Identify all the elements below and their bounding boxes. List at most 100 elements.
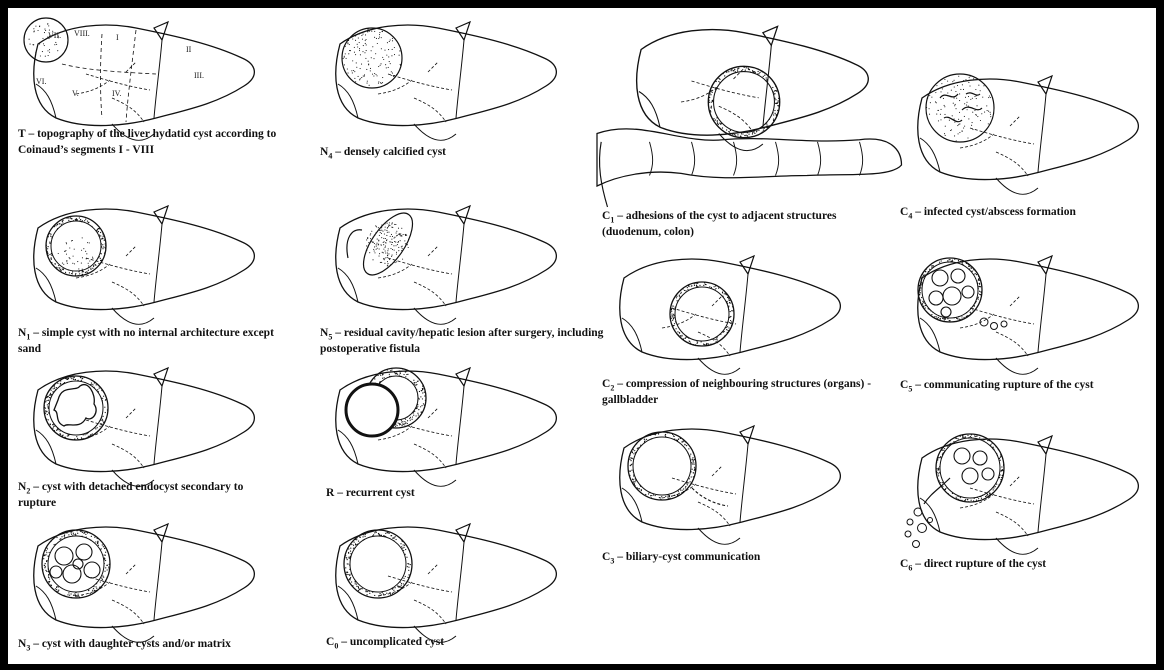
- vessel: [428, 246, 438, 256]
- ligament-notch: [154, 524, 168, 542]
- panel-N2: N2 – cyst with detached endocyst seconda…: [16, 360, 276, 510]
- vessel: [428, 62, 438, 72]
- haustra: [818, 142, 821, 176]
- vessel: [112, 600, 144, 624]
- liver-outline: [34, 209, 255, 310]
- liver-drawing: [588, 18, 888, 208]
- liver-drawing: [318, 516, 578, 634]
- liver-outline: [637, 30, 869, 136]
- daughter-cyst: [962, 468, 978, 484]
- caption-C3: C3 – biliary-cyst communication: [602, 551, 872, 567]
- liver-drawing: [900, 428, 1150, 553]
- daughter-cyst: [973, 451, 987, 465]
- cyst-circle: [24, 18, 68, 62]
- segment-label: VI.: [36, 77, 46, 86]
- daughter-cyst: [943, 287, 961, 305]
- vessel: [1010, 116, 1020, 126]
- cyst-circle: [342, 28, 402, 88]
- vessel: [996, 332, 1028, 356]
- endocyst: [54, 385, 96, 426]
- liver-group: [336, 368, 557, 486]
- liver-drawing: [900, 68, 1150, 193]
- liver-group: [918, 256, 1139, 374]
- vessel: [388, 74, 452, 90]
- liver-group: [34, 206, 255, 324]
- panel-N5: N5 – residual cavity/hepatic lesion afte…: [318, 198, 608, 348]
- liver-drawing: [602, 418, 862, 538]
- vessel: [126, 246, 136, 256]
- vessel: [960, 134, 994, 148]
- vessel: [414, 600, 446, 624]
- panel-C3: C3 – biliary-cyst communication: [602, 418, 882, 588]
- cavity: [354, 205, 422, 282]
- debris: [962, 107, 982, 110]
- spilled-cyst: [914, 508, 922, 516]
- caption-N1: N1 – simple cyst with no internal archit…: [18, 327, 278, 356]
- vessel: [126, 62, 136, 72]
- daughter-cyst: [63, 565, 81, 583]
- ligament-notch: [456, 22, 470, 40]
- caption-N4: N4 – densely calcified cyst: [320, 146, 600, 162]
- segment-label: IV.: [112, 89, 121, 98]
- ligament-notch: [1038, 436, 1052, 454]
- segment-label: V.: [72, 89, 79, 98]
- liver-drawing: [16, 198, 276, 323]
- liver-outline: [34, 25, 255, 126]
- panel-C6: C6 – direct rupture of the cyst: [900, 428, 1156, 598]
- daughter-cyst: [941, 307, 951, 317]
- vessel: [428, 564, 438, 574]
- caption-R: R – recurrent cyst: [326, 487, 596, 503]
- panel-C5: C5 – communicating rupture of the cyst: [900, 248, 1156, 413]
- vessel: [414, 98, 446, 122]
- vessel: [698, 502, 730, 526]
- vessel: [112, 282, 144, 306]
- daughter-cyst: [932, 270, 948, 286]
- caption-C4: C4 – infected cyst/abscess formation: [900, 206, 1156, 222]
- ligament-notch: [1038, 256, 1052, 274]
- liver-group: [34, 524, 255, 642]
- spilled-cyst: [913, 541, 920, 548]
- liver-outline: [336, 25, 557, 126]
- caption-T: T – topography of the liver hydatid cyst…: [18, 128, 278, 157]
- vessel: [1010, 296, 1020, 306]
- panel-N3: N3 – cyst with daughter cysts and/or mat…: [16, 516, 276, 664]
- daughter-cyst: [951, 269, 965, 283]
- liver-outline: [620, 429, 841, 530]
- liver-drawing: [16, 360, 276, 480]
- vessel: [960, 314, 994, 328]
- vessel: [672, 308, 736, 324]
- cyst-circle: [926, 74, 994, 142]
- daughter-cyst: [929, 291, 943, 305]
- caption-C2: C2 – compression of neighbouring structu…: [602, 378, 872, 407]
- vessel: [378, 80, 412, 94]
- ligament-notch: [456, 206, 470, 224]
- vessel: [996, 512, 1028, 536]
- haustra: [650, 142, 653, 176]
- panel-N1: N1 – simple cyst with no internal archit…: [16, 198, 276, 348]
- liver-drawing: [318, 14, 578, 139]
- daughter-cyst: [962, 286, 974, 298]
- liver-drawing: [16, 516, 276, 634]
- liver-group: [336, 22, 557, 140]
- caption-C0: C0 – uncomplicated cyst: [326, 636, 596, 652]
- daughter-cyst: [55, 547, 73, 565]
- cyst-circle: [346, 384, 398, 436]
- spilled-cyst: [905, 531, 911, 537]
- liver-outline: [918, 439, 1139, 540]
- liver-group: [597, 26, 902, 207]
- liver-group: [905, 433, 1138, 554]
- vessel: [712, 466, 722, 476]
- liver-outline: [34, 371, 255, 472]
- haustra: [860, 142, 863, 176]
- spilled-cyst: [918, 524, 927, 533]
- vessel: [414, 282, 446, 306]
- debris: [940, 94, 958, 98]
- liver-group: [336, 205, 557, 324]
- ligament-notch: [740, 426, 754, 444]
- ligament-notch: [1038, 76, 1052, 94]
- caption-N2: N2 – cyst with detached endocyst seconda…: [18, 481, 278, 510]
- liver-group: [336, 524, 557, 642]
- spilled-cyst: [928, 518, 933, 523]
- leaked-cyst: [991, 323, 998, 330]
